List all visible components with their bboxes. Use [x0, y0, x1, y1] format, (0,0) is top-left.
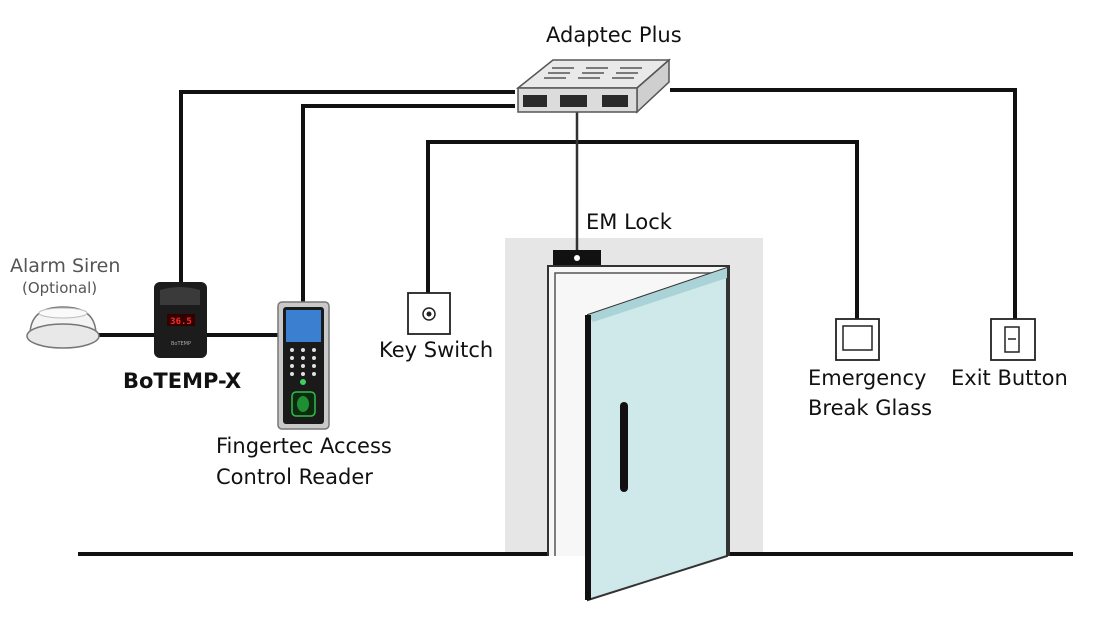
botemp-device: 36.5 BoTEMP — [154, 282, 207, 358]
label-fingertec-line2: Control Reader — [216, 465, 373, 489]
botemp-brand-text: BoTEMP — [171, 341, 191, 347]
wire-exit — [670, 88, 1017, 320]
reader-screen — [286, 310, 321, 342]
botemp-display-value: 36.5 — [170, 317, 192, 327]
label-key-switch: Key Switch — [379, 338, 494, 362]
glass-door — [585, 266, 728, 602]
wires — [98, 88, 1017, 337]
fingertec-reader — [277, 301, 330, 430]
botemp-display — [167, 314, 195, 326]
adaptec-controller — [515, 58, 671, 114]
label-alarm-siren: Alarm Siren — [10, 255, 121, 277]
alarm-siren — [26, 306, 100, 349]
label-fingertec-line1: Fingertec Access — [216, 434, 392, 458]
controller-port — [560, 95, 587, 107]
controller-port — [523, 95, 547, 107]
label-emergency-line1: Emergency — [808, 366, 927, 390]
label-em-lock: EM Lock — [586, 210, 672, 234]
label-exit-button: Exit Button — [951, 366, 1068, 390]
controller-port — [602, 95, 628, 107]
door-handle — [620, 402, 628, 492]
break-glass-device — [835, 318, 880, 361]
key-switch-device — [407, 292, 451, 335]
label-alarm-optional: (Optional) — [22, 279, 98, 297]
label-emergency-line2: Break Glass — [808, 396, 933, 420]
wire-keyswitch — [426, 140, 859, 320]
wire-botemp — [179, 90, 515, 282]
exit-button-device — [990, 318, 1036, 361]
label-botemp-x: BoTEMP-X — [123, 369, 242, 393]
wire-fingertec — [301, 104, 515, 302]
label-adaptec-plus: Adaptec Plus — [546, 23, 682, 47]
